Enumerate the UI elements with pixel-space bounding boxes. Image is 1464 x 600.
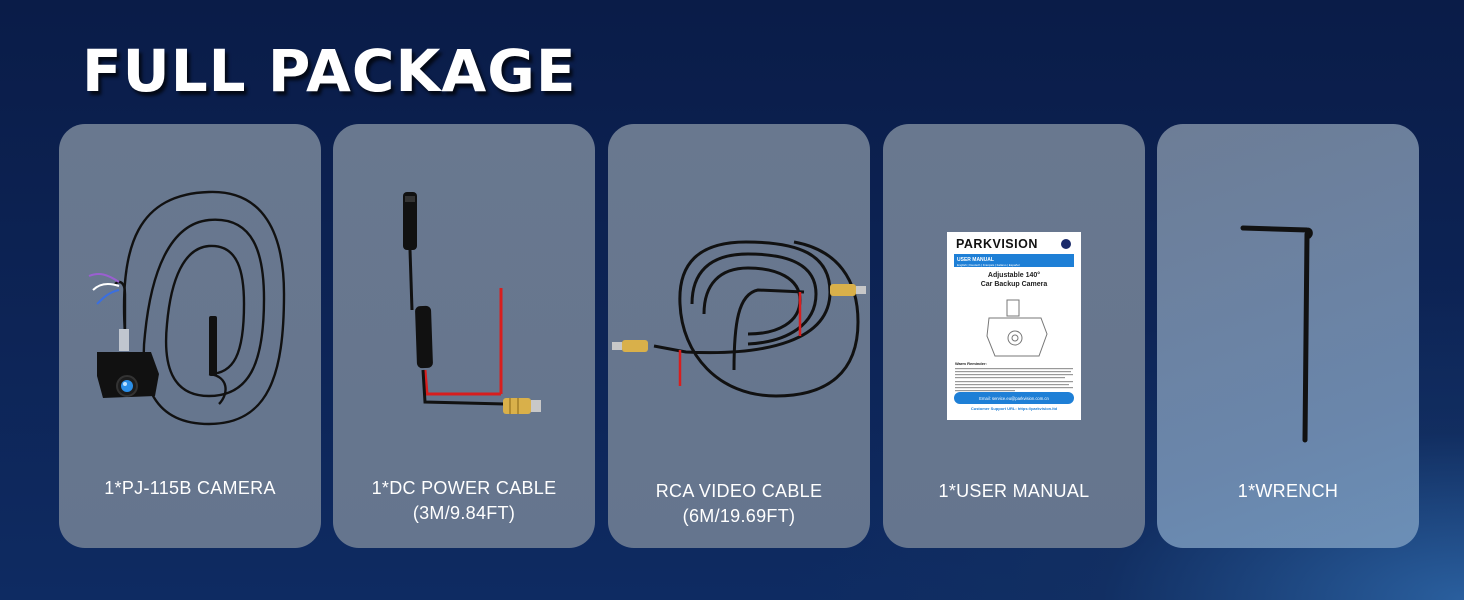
- item-card-dc-power-cable: 1*DC POWER CABLE (3M/9.84FT): [333, 124, 595, 548]
- item-label: RCA VIDEO CABLE (6M/19.69FT): [608, 479, 870, 529]
- item-label: 1*USER MANUAL: [938, 481, 1090, 501]
- manual-title-2: Car Backup Camera: [981, 281, 1048, 288]
- dc-power-cable-icon: [403, 192, 541, 414]
- item-card-camera: 1*PJ-115B CAMERA: [59, 124, 321, 548]
- item-label: 1*PJ-115B CAMERA: [104, 478, 276, 498]
- camera-icon: [88, 190, 286, 426]
- manual-header: USER MANUAL: [957, 257, 994, 263]
- manual-support: Customer Support URL: https://parkvision…: [971, 406, 1058, 411]
- item-label-main: 1*DC POWER CABLE: [371, 478, 557, 498]
- manual-languages: English | Deutsch | Français | Italiano …: [957, 263, 1020, 267]
- manual-reminder: Warm Reminder:: [955, 361, 987, 366]
- item-label: 1*DC POWER CABLE (3M/9.84FT): [333, 476, 595, 526]
- manual-brand: PARKVISION: [956, 237, 1038, 251]
- item-card-user-manual: PARKVISION USER MANUAL English | Deutsch…: [883, 124, 1145, 548]
- manual-title-1: Adjustable 140°: [988, 271, 1040, 279]
- item-card-wrench: 1*WRENCH: [1157, 124, 1419, 548]
- rca-video-cable-icon: [612, 240, 866, 398]
- wrench-icon: [1240, 225, 1313, 443]
- item-label-sub: (3M/9.84FT): [412, 503, 516, 523]
- item-label: 1*WRENCH: [1237, 481, 1339, 501]
- item-label-sub: (6M/19.69FT): [682, 506, 796, 526]
- manual-email: Email: service.eu@parkvision.com.cn: [979, 396, 1049, 401]
- item-label-main: RCA VIDEO CABLE: [655, 481, 823, 501]
- page-title: FULL PACKAGE: [82, 37, 577, 105]
- user-manual-icon: PARKVISION USER MANUAL English | Deutsch…: [947, 232, 1081, 420]
- item-card-rca-video-cable: RCA VIDEO CABLE (6M/19.69FT): [608, 124, 870, 548]
